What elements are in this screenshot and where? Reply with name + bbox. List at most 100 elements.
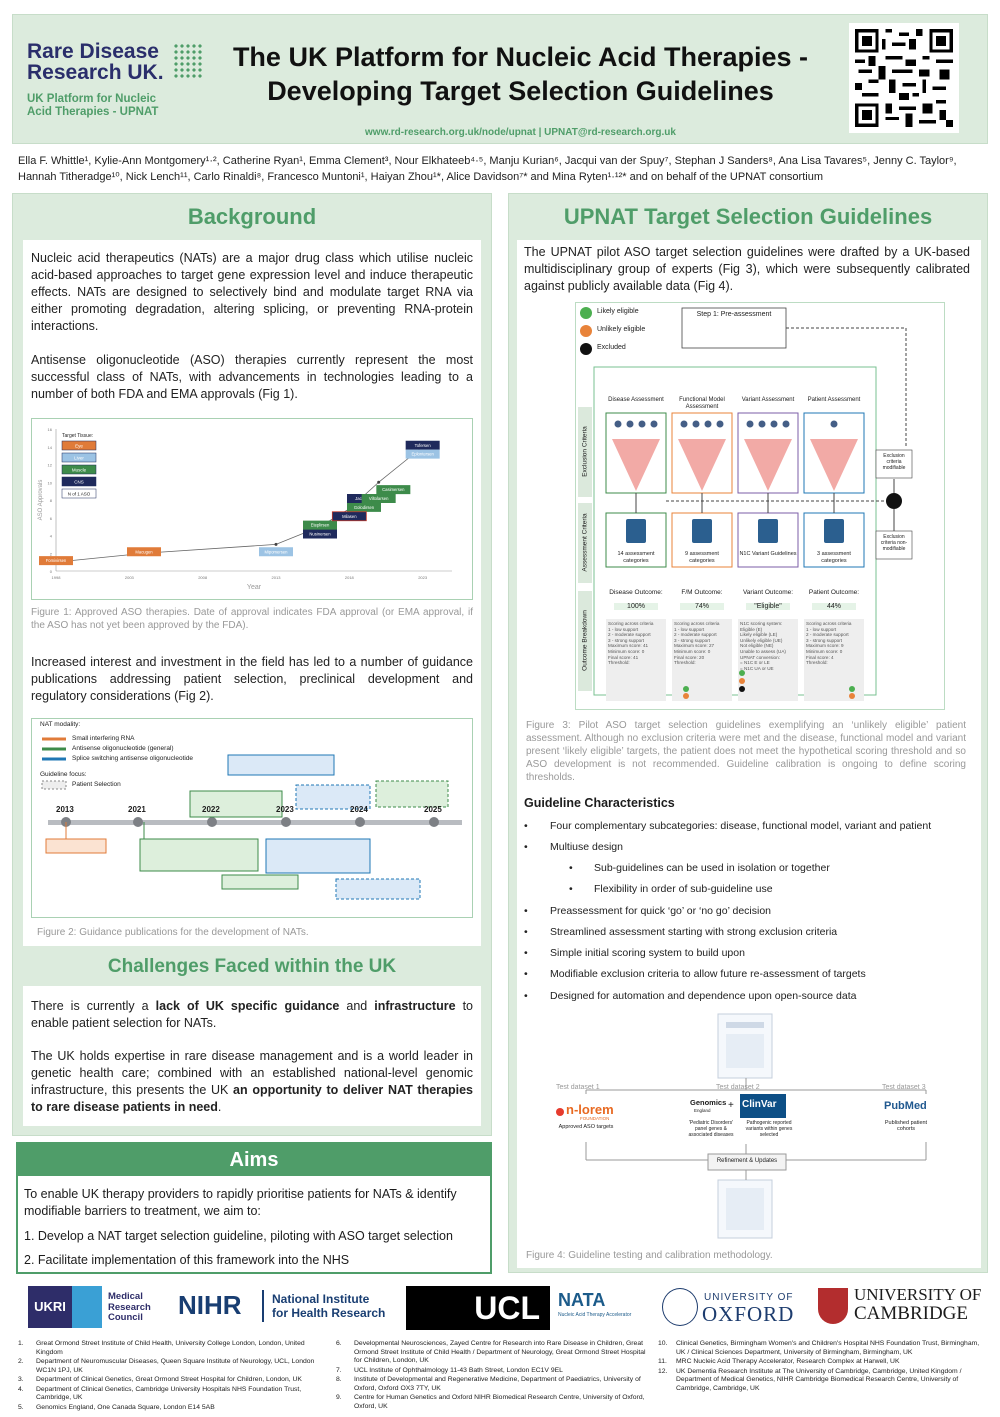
fig2-year-2022: 2022 [202, 805, 220, 814]
authors-line-2: Hannah Titheradge¹⁰, Nick Lench¹¹, Carlo… [18, 171, 823, 183]
affiliation-item: 1.Great Ormond Street Institute of Child… [16, 1340, 326, 1357]
partner-logos: UKRI Medical Research Council NIHR Natio… [12, 1282, 988, 1332]
fig3-exclusion-nonmodifiable: Exclusion criteria non-modifiable [880, 534, 908, 552]
fig2-year-2013: 2013 [56, 805, 74, 814]
drug-box [405, 449, 440, 459]
approval-point [377, 480, 381, 484]
drug-label: Macugen [135, 549, 153, 554]
cambridge-logo-top: UNIVERSITY OF [854, 1285, 982, 1304]
poster-title: The UK Platform for Nucleic Acid Therapi… [208, 40, 833, 108]
fig3-scoring-line: Scoring across criteria [806, 621, 852, 626]
fig2-year-2025: 2025 [424, 805, 442, 814]
fig3-scoring-line: Minimum score: 0 [674, 648, 711, 654]
characteristics-title: Guideline Characteristics [524, 796, 675, 810]
fig3-scoring-line: 2 - moderate support [608, 632, 651, 638]
affiliation-text: Clinical Genetics, Birmingham Women's an… [676, 1340, 980, 1356]
contact-links[interactable]: www.rd-research.org.uk/node/upnat | UPNA… [365, 127, 676, 138]
fig3-step1: Step 1: Pre-assessment [696, 311, 772, 318]
affiliation-item: 8. Institute of Developmental and Regener… [334, 1376, 650, 1393]
background-title: Background [187, 204, 317, 229]
fig4-pubmed-desc: Published patient cohorts [884, 1120, 928, 1132]
figure-3-caption: Figure 3: Pilot ASO target selection gui… [526, 720, 966, 783]
drug-label: Mipomersen [264, 549, 288, 554]
fig3-scoring-line: = N1C UA or UE [740, 665, 774, 671]
legend-label: Eye [75, 444, 83, 449]
poster-header: Rare Disease Research UK. UK Platform fo… [12, 14, 988, 144]
background-panel: Background Nucleic acid therapeutics (NA… [12, 193, 492, 1136]
affiliation-number: 1. [18, 1340, 24, 1347]
affiliation-text: Institute of Developmental and Regenerat… [354, 1376, 641, 1392]
figure-2-caption: Figure 2: Guidance publications for the … [37, 927, 309, 938]
fig3-scoring-line: Threshold: [806, 660, 828, 666]
fig3-scoring-box: N1C scoring system:Eligible (E)Likely el… [740, 621, 796, 671]
fig3-scoring-line: Maximum score: 9 [806, 643, 844, 649]
pubmed-logo: PubMed [884, 1100, 927, 1112]
clinvar-logo: ClinVar [742, 1099, 777, 1110]
mrc-logo-text: Medical Research Council [108, 1291, 151, 1323]
rdruk-logo: Rare Disease Research UK. [27, 41, 164, 83]
nlorem-logo: n-lorem [566, 1102, 614, 1117]
aims-item-2: 2. Facilitate implementation of this fra… [24, 1253, 350, 1267]
fig2-legend-modality: NAT modality: [40, 721, 81, 728]
fig3-scoring-line: UPNAT conversion: [740, 654, 780, 660]
drug-box [259, 547, 293, 557]
challenges-paragraph-1: There is currently a lack of UK specific… [31, 999, 473, 1030]
affiliation-text: UK Dementia Research Institute at The Un… [676, 1367, 962, 1392]
fig3-scoring-line: Unlikely eligible (UE) [740, 637, 783, 643]
title-line-2: Developing Target Selection Guidelines [267, 76, 774, 106]
fig2-year-2023: 2023 [276, 805, 294, 814]
fig2-focus-label: Patient Selection [72, 781, 121, 788]
fig3-scoring-line: Threshold: [674, 660, 696, 666]
fig4-dataset-3: Test dataset 3 [882, 1084, 926, 1091]
fig3-assessment-label: Assessment Criteria [581, 513, 589, 572]
affiliation-item: 7.UCL Institute of Ophthalmology 11-43 B… [334, 1367, 650, 1376]
affiliation-item: 4.Department of Clinical Genetics, Cambr… [16, 1386, 326, 1403]
drug-label: Fomivirsen [46, 558, 67, 563]
fig4-dataset-1: Test dataset 1 [556, 1084, 600, 1091]
background-paragraph-1: Nucleic acid therapeutics (NATs) are a m… [31, 251, 473, 333]
y-axis-label: ASO Approvals [38, 480, 44, 521]
drug-box [303, 529, 337, 539]
qr-code-icon[interactable] [849, 23, 959, 133]
fig4-genomics-desc: 'Pediatric Disorders' panel genes & asso… [688, 1120, 734, 1138]
nihr-logo-text: National Institute for Health Research [272, 1292, 386, 1320]
y-tick-label: 4 [50, 534, 53, 539]
logo-sub-line-2: Acid Therapies - UPNAT [27, 106, 159, 118]
affiliation-number: 8. [336, 1376, 342, 1383]
y-tick-label: 14 [48, 445, 53, 450]
fig3-column-head: Functional Model Assessment [679, 397, 725, 410]
affiliation-number: 10. [658, 1340, 668, 1347]
figure-3-shapes [578, 307, 913, 701]
fig4-dataset-2: Test dataset 2 [716, 1084, 760, 1091]
affiliation-text: Department of Clinical Genetics, Great O… [36, 1376, 302, 1383]
drug-box [361, 494, 396, 503]
nihr-divider [262, 1290, 264, 1322]
legend-label: CNS [74, 480, 84, 485]
fig3-scoring-line: 1 - low support [806, 626, 837, 632]
affiliation-item: 10. Clinical Genetics, Birmingham Women's… [656, 1340, 982, 1357]
upnat-title: UPNAT Target Selection Guidelines [563, 204, 933, 229]
figure-1-caption: Figure 1: Approved ASO therapies. Date o… [31, 607, 473, 631]
fig3-column-head: Variant Assessment [741, 397, 795, 403]
fig3-scoring-line: 3 - strong support [806, 637, 843, 643]
affiliation-number: 11. [658, 1358, 667, 1365]
affiliation-text: Department of Clinical Genetics, Cambrid… [36, 1385, 302, 1402]
cambridge-crest-icon [818, 1288, 848, 1324]
affiliation-number: 6. [336, 1340, 342, 1347]
fig4-refinement: Refinement & Updates [716, 1158, 778, 1164]
drug-label: Eplontersen [411, 452, 434, 457]
affiliation-number: 12. [658, 1367, 668, 1375]
fig3-scoring-line: Final score: 41 [608, 654, 639, 660]
plus-icon: + [728, 1100, 734, 1111]
y-tick-label: 10 [48, 480, 53, 485]
drug-label: Viltolarsen [369, 496, 389, 501]
aims-panel: Aims To enable UK therapy providers to r… [16, 1142, 492, 1274]
x-tick-label: 2023 [418, 575, 428, 580]
fig3-scoring-line: Minimum score: 0 [806, 648, 843, 654]
fig3-scoring-line: 2 - moderate support [674, 632, 717, 638]
affiliation-number: 2. [18, 1358, 24, 1365]
fig3-legend-unlikely: Unlikely eligible [597, 326, 646, 333]
